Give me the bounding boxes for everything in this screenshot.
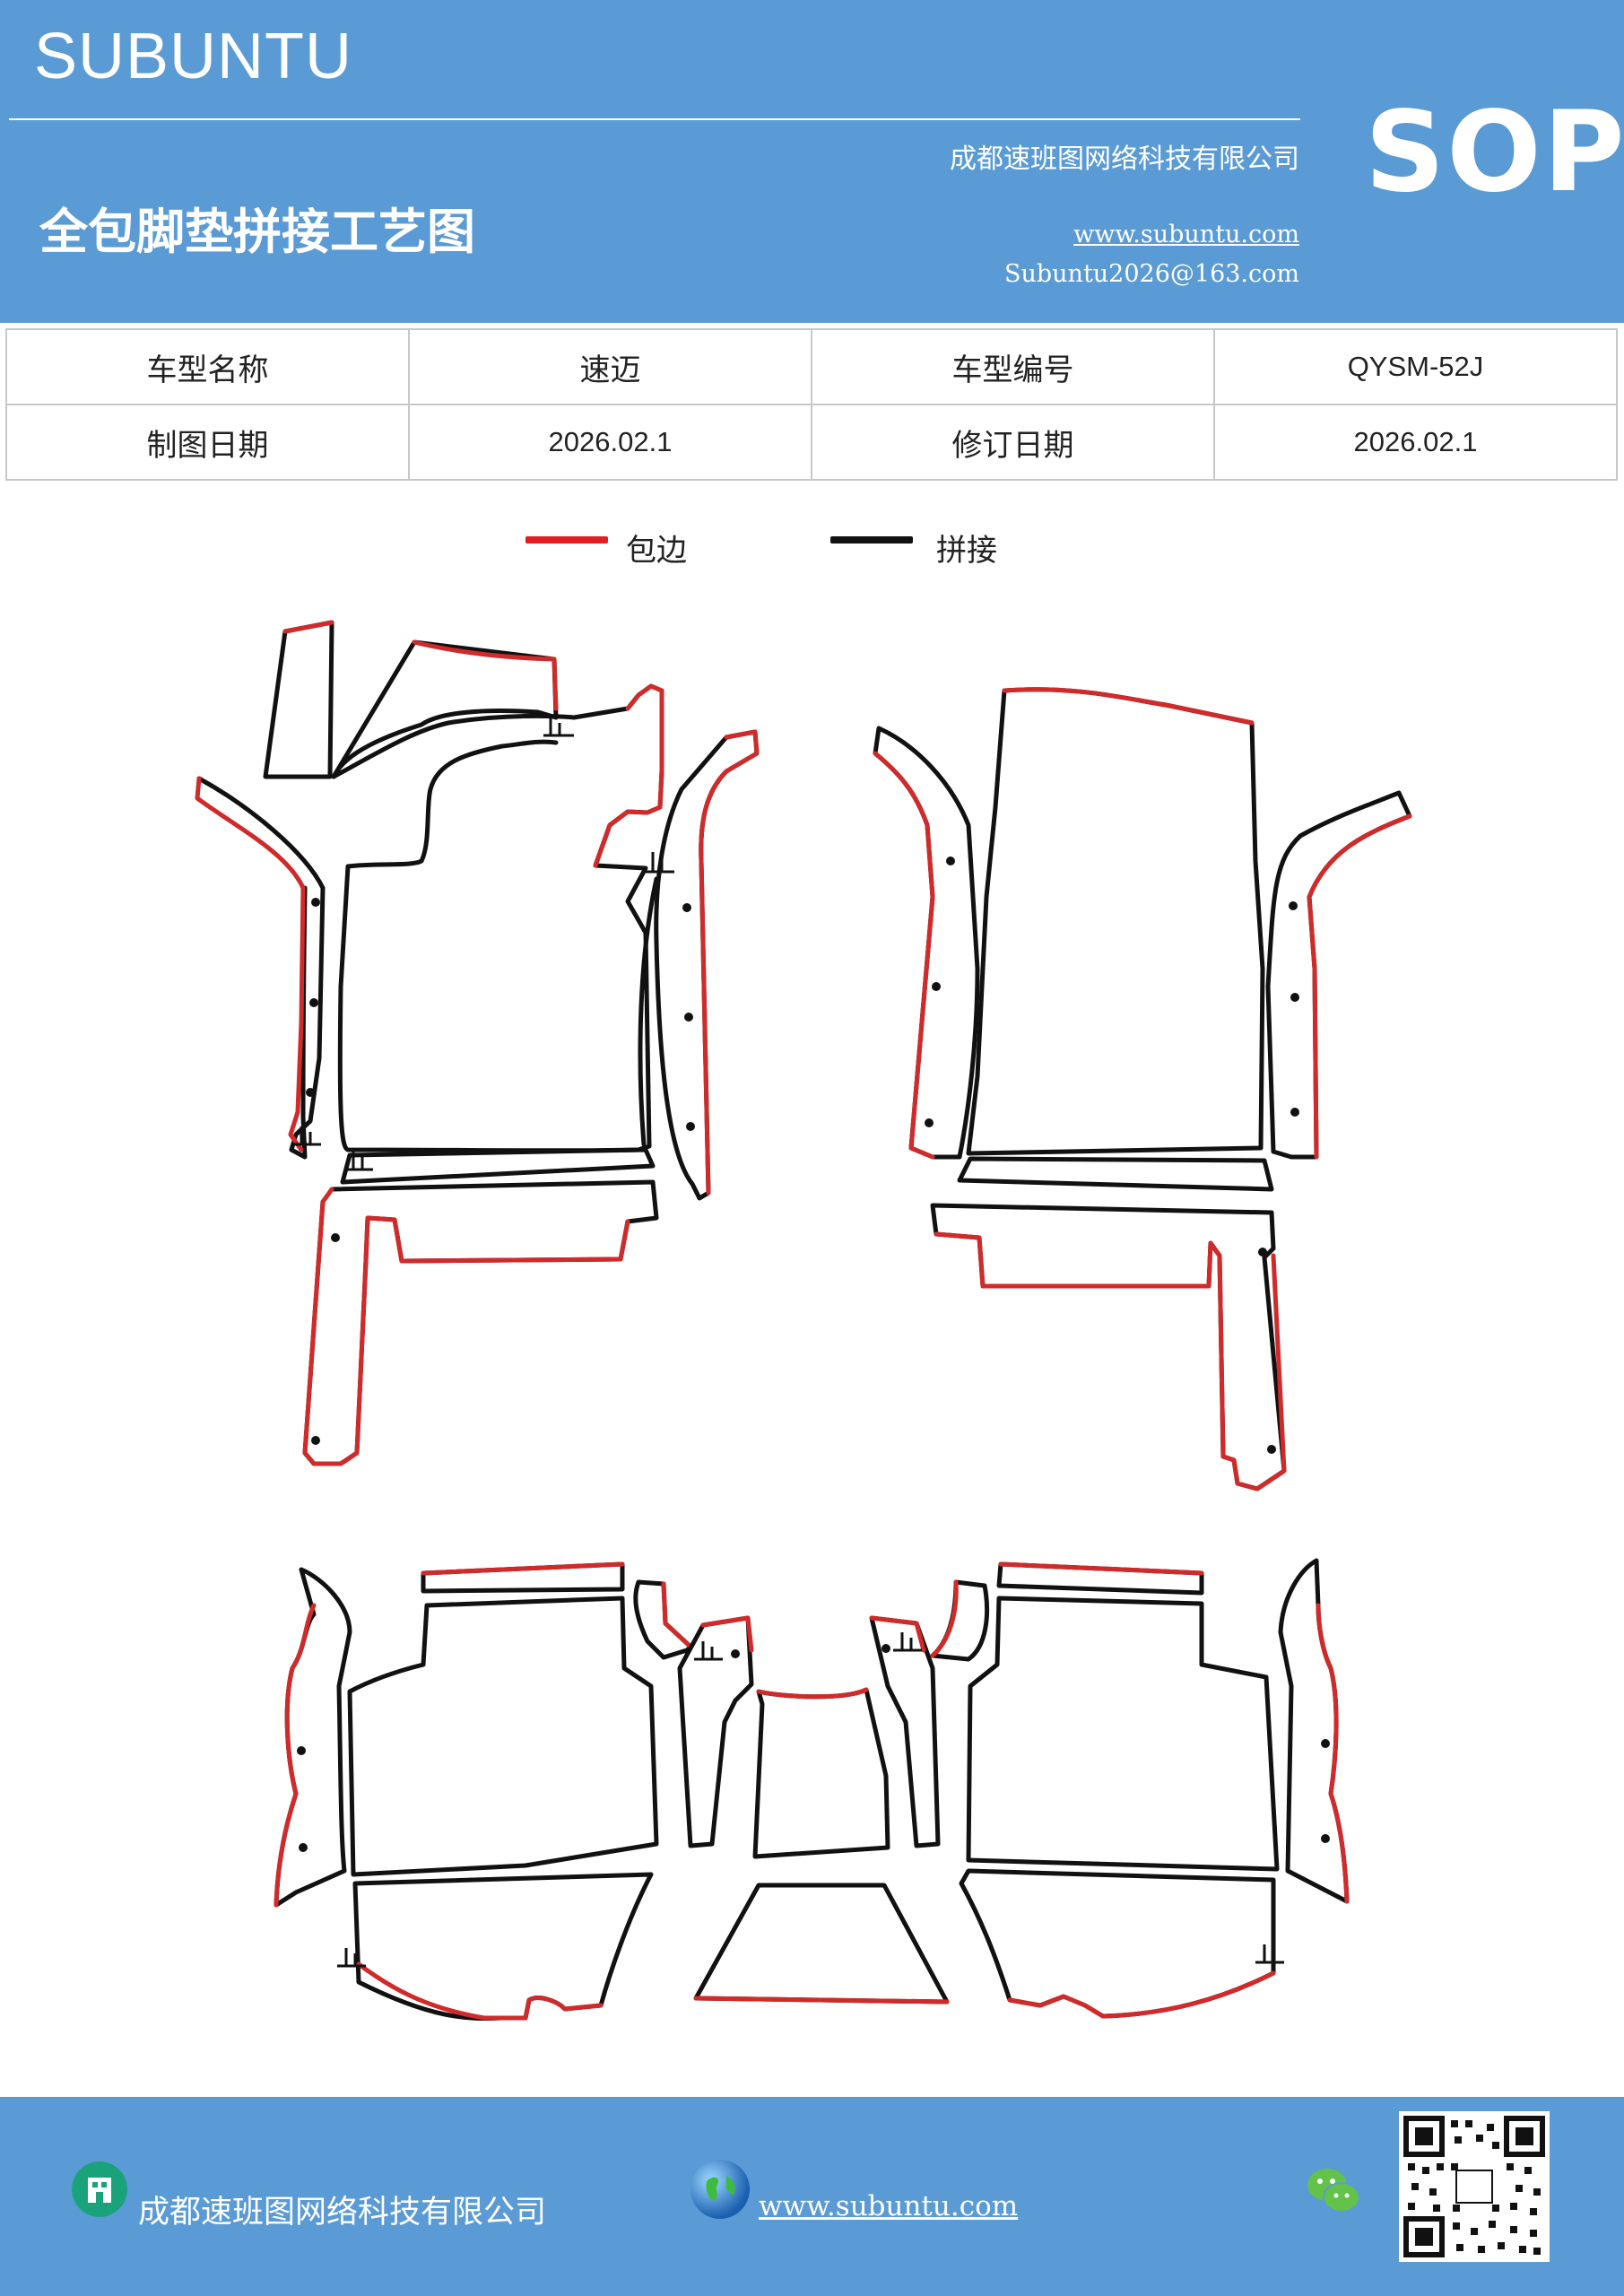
mat-piece: [966, 687, 1265, 1156]
page-footer: 成都速班图网络科技有限公司 www.subuntu.com: [0, 2097, 1624, 2296]
mat-piece: [677, 1615, 754, 1848]
mat-edge: [412, 639, 559, 711]
mat-edge: [282, 620, 334, 634]
mat-piece: [869, 1615, 941, 1848]
label-model-code: 车型编号: [811, 328, 1215, 405]
mat-edge: [756, 1687, 869, 1700]
mat-piece: [263, 620, 334, 779]
mat-edge: [302, 1187, 630, 1466]
mat-piece: [347, 1596, 659, 1877]
footer-website-link[interactable]: www.subuntu.com: [759, 2190, 1019, 2222]
value-model-code: QYSM-52J: [1213, 328, 1618, 405]
mat-piece: [1265, 790, 1412, 1160]
legend-label-edge: 包边: [626, 533, 687, 569]
building-icon: [72, 2161, 127, 2217]
vehicle-info-table: 车型名称 速迈 车型编号 QYSM-52J 制图日期 2026.02.1 修订日…: [5, 328, 1618, 481]
footer-company-name: 成都速班图网络科技有限公司: [138, 2195, 547, 2231]
mat-piece: [331, 639, 559, 779]
header-divider: [9, 118, 1300, 120]
mat-edge: [421, 1561, 625, 1576]
label-draw-date: 制图日期: [5, 404, 410, 481]
header-email: Subuntu2026@163.com: [1004, 260, 1299, 288]
mat-edge: [356, 1961, 604, 2021]
mat-edge: [693, 1996, 950, 2005]
mat-piece: [352, 1872, 654, 2022]
rear-mat-group: [274, 1558, 1350, 2022]
mat-edge: [661, 1581, 693, 1649]
mat-edge: [1002, 687, 1255, 726]
mat-edge: [873, 751, 935, 1160]
mat-edge: [700, 1615, 754, 1653]
globe-icon: [690, 2160, 750, 2219]
mat-piece: [693, 1883, 950, 2005]
mat-edge: [934, 1231, 1287, 1492]
wechat-icon[interactable]: [1302, 2163, 1365, 2219]
mat-piece: [331, 683, 664, 1153]
legend-label-seam: 拼接: [936, 533, 997, 569]
mat-piece: [930, 1203, 1287, 1492]
mat-edge: [1316, 1603, 1350, 1904]
header-company-name: 成都速班图网络科技有限公司: [950, 144, 1299, 175]
label-revision-date: 修订日期: [811, 404, 1215, 481]
page-header: SUBUNTU 全包脚垫拼接工艺图 成都速班图网络科技有限公司 www.subu…: [0, 0, 1624, 323]
sop-badge: SOP: [1365, 88, 1624, 217]
mat-edge: [274, 1603, 317, 1908]
label-model-name: 车型名称: [5, 328, 410, 405]
rivet-dots: [297, 857, 1330, 1852]
mat-piece: [957, 1156, 1274, 1192]
front-left-mat-group: [195, 620, 760, 1466]
mat-edge: [1307, 813, 1412, 1160]
legend-swatch-seam: [830, 536, 913, 544]
qr-code: [1399, 2111, 1550, 2262]
header-website-link[interactable]: www.subuntu.com: [1073, 221, 1299, 248]
front-right-mat-group: [873, 687, 1412, 1492]
seam-stop-marks: [292, 718, 1284, 1968]
table-row: 制图日期 2026.02.1 修订日期 2026.02.1: [5, 404, 1618, 481]
mat-edge: [195, 776, 306, 1152]
value-draw-date: 2026.02.1: [408, 404, 812, 481]
brand-logo-text: SUBUNTU: [34, 21, 353, 92]
value-revision-date: 2026.02.1: [1213, 404, 1618, 481]
mat-piece: [638, 876, 659, 1147]
mat-edge: [593, 683, 664, 868]
mat-edge: [930, 1579, 959, 1658]
mat-piece: [752, 1687, 890, 1859]
mat-edge: [699, 729, 760, 1196]
value-model-name: 速迈: [408, 328, 812, 405]
mat-edge: [869, 1615, 926, 1653]
mat-edge: [1007, 1970, 1276, 2019]
mat-edge: [998, 1561, 1204, 1576]
mat-piece: [966, 1596, 1280, 1872]
mat-piece: [873, 726, 980, 1160]
mat-piece: [340, 1147, 656, 1185]
table-row: 车型名称 速迈 车型编号 QYSM-52J: [5, 328, 1618, 405]
document-title: 全包脚垫拼接工艺图: [39, 204, 475, 260]
legend-swatch-edge: [525, 536, 608, 544]
